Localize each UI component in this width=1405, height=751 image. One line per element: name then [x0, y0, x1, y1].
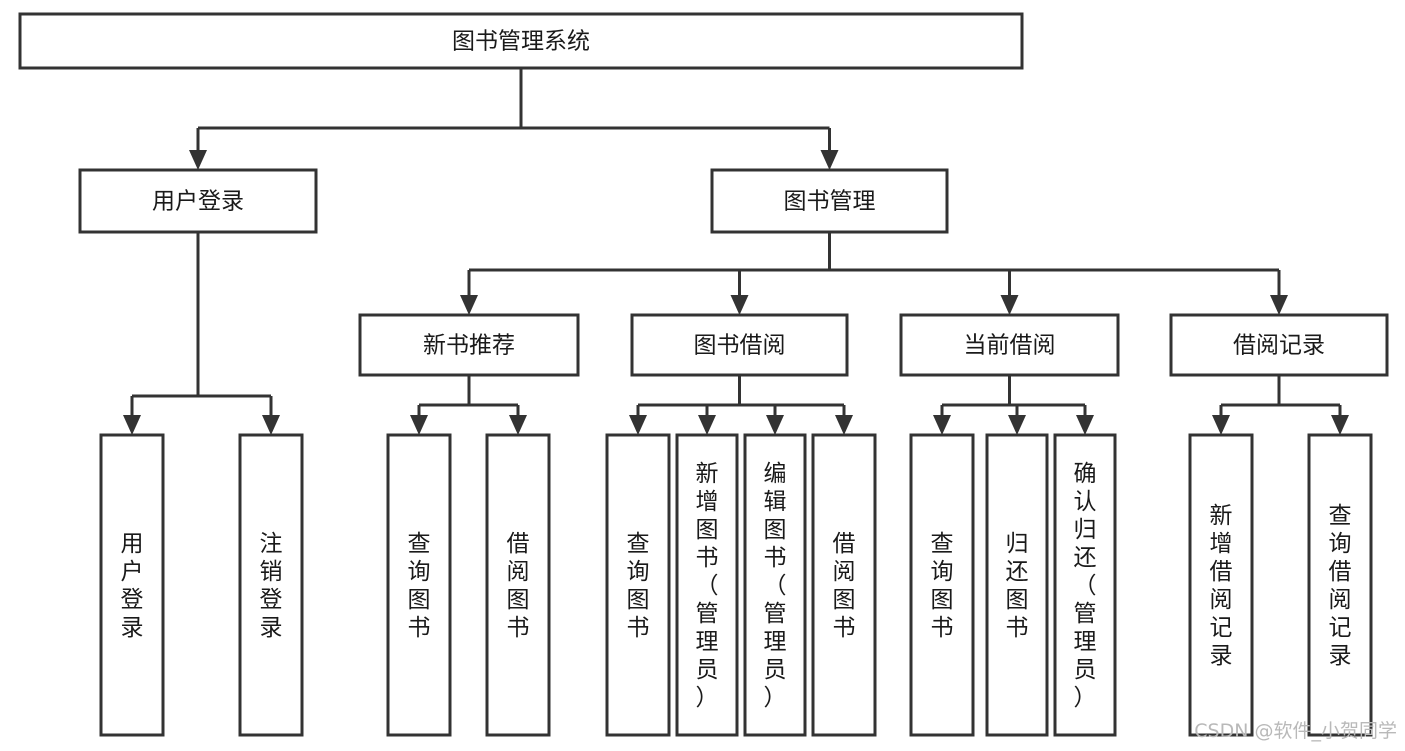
arrow-head-icon [1212, 415, 1230, 435]
node-label: 借阅记录 [1233, 333, 1325, 359]
node-label: 借阅图书 [507, 531, 530, 641]
node-label: 查询图书 [931, 531, 954, 641]
arrow-head-icon [123, 415, 141, 435]
node-current-borrow[interactable]: 当前借阅 [899, 313, 1120, 377]
node-box [630, 313, 849, 377]
node-label: 归还图书 [1006, 531, 1029, 641]
node-box [485, 433, 551, 737]
node-box [1169, 313, 1389, 377]
node-box [743, 433, 807, 737]
node-leaf-cur-confirm[interactable]: 确认归还（管理员） [1053, 433, 1117, 737]
node-user-login[interactable]: 用户登录 [78, 168, 318, 234]
node-label: 查询图书 [627, 531, 650, 641]
arrow-head-icon [189, 150, 207, 170]
arrow-head-icon [410, 415, 428, 435]
node-box [899, 313, 1120, 377]
node-label: 编辑图书（管理员） [764, 461, 787, 711]
arrow-head-icon [1270, 295, 1288, 315]
node-label: 确认归还（管理员） [1074, 461, 1097, 711]
arrow-head-icon [460, 295, 478, 315]
node-box [675, 433, 739, 737]
node-box [605, 433, 671, 737]
node-root[interactable]: 图书管理系统 [18, 12, 1024, 70]
arrow-head-icon [730, 295, 749, 315]
node-borrow-record[interactable]: 借阅记录 [1169, 313, 1389, 377]
node-layer: 图书管理系统用户登录图书管理新书推荐图书借阅当前借阅借阅记录用户登录注销登录查询… [18, 12, 1389, 737]
node-leaf-borrow-do[interactable]: 借阅图书 [811, 433, 877, 737]
arrow-head-icon [766, 415, 784, 435]
node-box [78, 168, 318, 234]
node-box [985, 433, 1049, 737]
arrow-head-icon [835, 415, 853, 435]
node-box [811, 433, 877, 737]
node-label: 用户登录 [121, 531, 144, 641]
arrow-head-icon [698, 415, 716, 435]
node-label: 图书借阅 [694, 333, 786, 359]
node-label: 注销登录 [260, 531, 283, 641]
arrow-head-icon [1000, 295, 1019, 315]
node-new-book-rec[interactable]: 新书推荐 [358, 313, 580, 377]
node-leaf-rec-borrow[interactable]: 借阅图书 [485, 433, 551, 737]
node-leaf-cur-return[interactable]: 归还图书 [985, 433, 1049, 737]
node-box [1053, 433, 1117, 737]
arrow-head-icon [1331, 415, 1349, 435]
csdn-watermark: CSDN @软件_小贺同学 [1194, 720, 1397, 742]
arrow-head-icon [509, 415, 527, 435]
node-box [909, 433, 975, 737]
node-label: 借阅图书 [833, 531, 856, 641]
node-leaf-rec-query2[interactable]: 查询借阅记录 [1307, 433, 1373, 737]
node-leaf-borrow-edit[interactable]: 编辑图书（管理员） [743, 433, 807, 737]
arrow-head-icon [820, 150, 839, 170]
node-label: 查询图书 [408, 531, 431, 641]
node-box [99, 433, 165, 737]
node-box [358, 313, 580, 377]
node-book-borrow[interactable]: 图书借阅 [630, 313, 849, 377]
node-leaf-user-logout[interactable]: 注销登录 [238, 433, 304, 737]
connector-layer [123, 68, 1349, 435]
arrow-head-icon [1008, 415, 1026, 435]
node-box [1307, 433, 1373, 737]
node-box [238, 433, 304, 737]
node-leaf-rec-add[interactable]: 新增借阅记录 [1188, 433, 1254, 737]
node-label: 新增借阅记录 [1210, 503, 1233, 669]
arrow-head-icon [262, 415, 280, 435]
node-label: 新增图书（管理员） [696, 461, 719, 711]
node-label: 图书管理系统 [452, 29, 590, 55]
node-leaf-user-login[interactable]: 用户登录 [99, 433, 165, 737]
node-leaf-cur-query[interactable]: 查询图书 [909, 433, 975, 737]
node-label: 用户登录 [152, 189, 244, 215]
node-label: 图书管理 [784, 189, 876, 215]
node-book-manage[interactable]: 图书管理 [710, 168, 949, 234]
node-leaf-rec-query[interactable]: 查询图书 [386, 433, 452, 737]
node-box [1188, 433, 1254, 737]
node-label: 新书推荐 [423, 333, 515, 359]
node-box [386, 433, 452, 737]
node-leaf-borrow-add[interactable]: 新增图书（管理员） [675, 433, 739, 737]
node-label: 查询借阅记录 [1329, 503, 1352, 669]
node-box [18, 12, 1024, 70]
node-label: 当前借阅 [964, 333, 1056, 359]
node-leaf-borrow-query[interactable]: 查询图书 [605, 433, 671, 737]
node-box [710, 168, 949, 234]
arrow-head-icon [1076, 415, 1094, 435]
arrow-head-icon [629, 415, 647, 435]
arrow-head-icon [933, 415, 951, 435]
